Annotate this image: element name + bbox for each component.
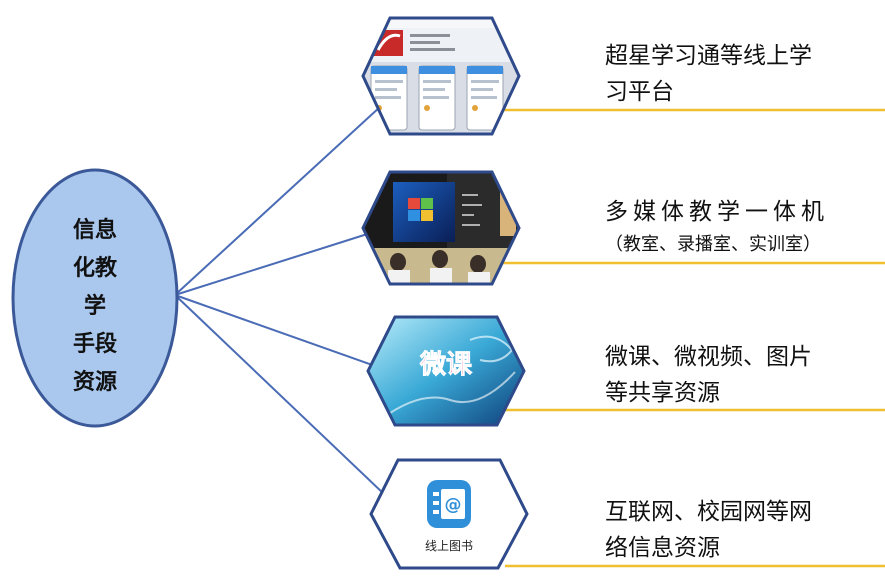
resource-text-line: 互联网、校园网等网 (605, 499, 812, 525)
resource-text-line: 络信息资源 (605, 535, 720, 561)
resource-online-platform: 超星学习通等线上学 习平台 (605, 38, 883, 110)
resource-text-line: 多媒体教学一体机 (605, 199, 829, 225)
resource-text-line: 微课、微视频、图片 (605, 344, 812, 370)
resource-text-line: 习平台 (605, 79, 674, 105)
resource-multimedia: 多媒体教学一体机 （教室、录播室、实训室） (605, 194, 883, 260)
connector-line (174, 294, 406, 515)
connector-lines (174, 94, 406, 515)
mobile-learning-app-screenshot-icon (363, 18, 519, 134)
center-label-line: 信息 (72, 218, 117, 243)
center-label-line: 资源 (72, 370, 117, 395)
center-label-line: 学 (83, 294, 106, 319)
connector-line (174, 94, 394, 296)
svg-text:@: @ (445, 495, 462, 515)
address-book-icon: @ (427, 480, 471, 528)
connector-line (174, 229, 381, 296)
multimedia-classroom-photo-icon (363, 172, 519, 284)
center-label-line: 化教 (72, 256, 117, 281)
resource-microlesson: 微课、微视频、图片 等共享资源 (605, 339, 883, 411)
center-label: 信息 化教 学 手段 资源 (30, 212, 160, 402)
resource-network: 互联网、校园网等网 络信息资源 (605, 494, 883, 566)
microlesson-banner-icon: 微课 (368, 317, 524, 425)
resource-text-line: 超星学习通等线上学 (605, 43, 812, 69)
library-hexagon: @ 线上图书 (369, 458, 529, 570)
center-label-line: 手段 (72, 332, 117, 357)
microlesson-hexagon: 微课 (366, 315, 526, 427)
classroom-hexagon (361, 170, 521, 286)
connector-line (174, 294, 393, 373)
resource-subtext: （教室、录播室、实训室） (605, 234, 821, 255)
resource-text-line: 等共享资源 (605, 380, 720, 406)
text-underlines (495, 108, 885, 568)
center-ellipse (11, 168, 179, 428)
platform-hexagon (361, 16, 521, 136)
microlesson-text: 微课 (419, 349, 473, 380)
online-library-label: 线上图书 (425, 539, 473, 553)
